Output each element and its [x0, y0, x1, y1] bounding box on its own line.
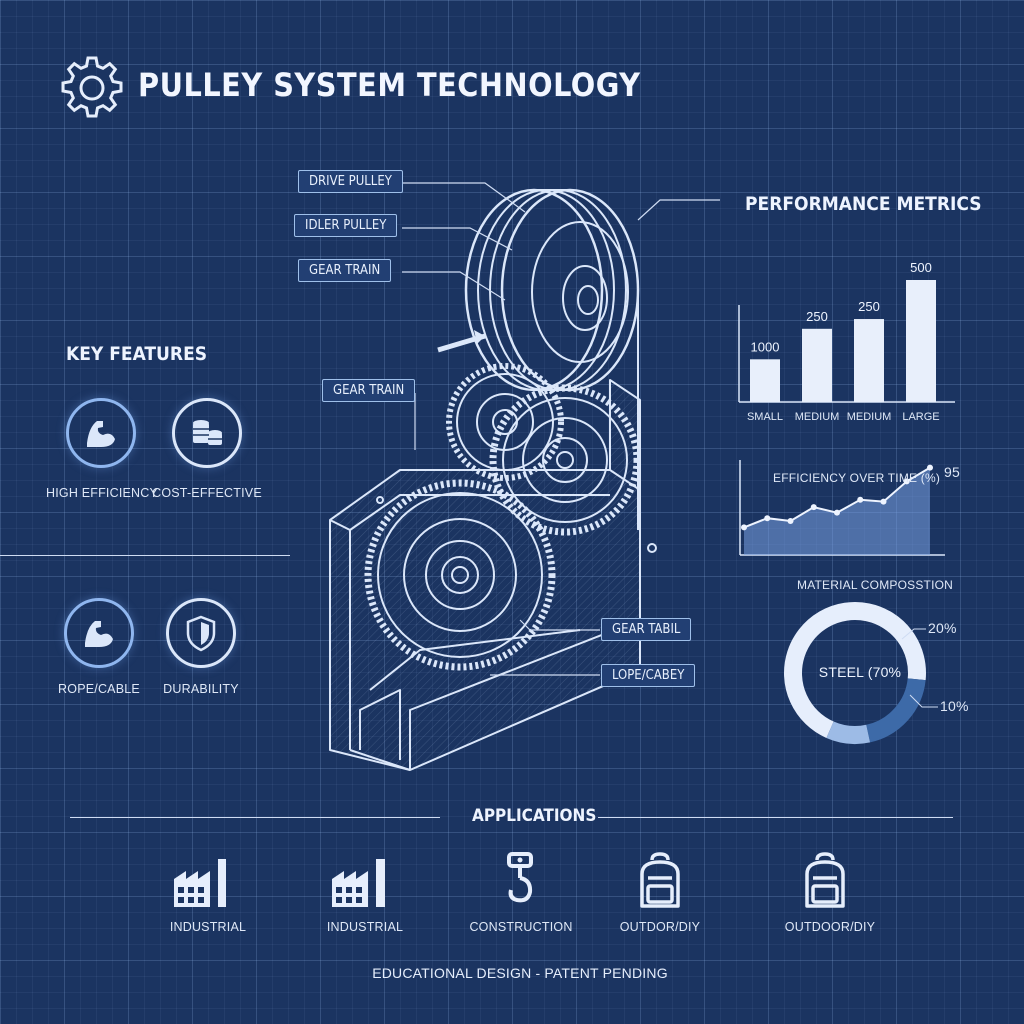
bar-category-label-0: SMALL — [747, 411, 783, 423]
application-label-outdor-diy: OUTDOR/DIY — [619, 920, 701, 934]
bar-2 — [854, 319, 884, 402]
applications-heading: APPLICATIONS — [472, 806, 597, 826]
efficiency-point-0 — [741, 524, 747, 531]
feature-icon-rope-cable — [64, 598, 134, 668]
efficiency-point-6 — [880, 498, 887, 505]
bar-category-label-2: MEDIUM — [847, 411, 892, 423]
bar-1 — [802, 328, 832, 402]
efficiency-point-7 — [903, 478, 910, 485]
efficiency-point-4 — [834, 509, 840, 516]
application-label-industrial-2: INDUSTRIAL — [326, 920, 404, 934]
callout-gear-train-mid: GEAR TRAIN — [322, 379, 416, 402]
bar-value-label-3: 500 — [910, 260, 932, 275]
feature-icon-high-efficiency — [66, 398, 136, 468]
application-label-construction: CONSTRUCTION — [469, 920, 573, 934]
efficiency-chart-title: EFFICIENCY OVER TIME (%) — [773, 471, 941, 485]
divider-left — [0, 555, 290, 556]
callout-idler-pulley: IDLER PULLEY — [294, 214, 398, 237]
bar-value-label-0: 1000 — [751, 339, 780, 354]
crane-hook-icon — [507, 852, 533, 903]
donut-slice-label-10: 10% — [940, 698, 969, 714]
callout-gear-train-top: GEAR TRAIN — [298, 259, 392, 282]
bar-category-label-1: MEDIUM — [795, 411, 840, 423]
footer-text: EDUCATIONAL DESIGN - PATENT PENDING — [372, 965, 668, 981]
shield-icon — [186, 615, 216, 652]
gear-icon — [61, 56, 123, 118]
material-chart-title: MATERIAL COMPOSSTION — [797, 578, 954, 592]
donut-slice-0 — [784, 602, 926, 738]
backpack-icon — [640, 852, 680, 908]
application-item-construction — [495, 850, 551, 915]
application-item-industrial-2 — [330, 855, 394, 916]
performance-metrics-heading: PERFORMANCE METRICS — [745, 193, 982, 215]
efficiency-point-5 — [857, 496, 864, 503]
application-label-outdoor-diy: OUTDOOR/DIY — [784, 920, 876, 934]
application-item-outdoor-diy — [797, 850, 853, 919]
efficiency-point-8 — [927, 464, 933, 471]
donut-center-label: STEEL (70% — [818, 664, 902, 680]
muscle-arm-icon — [87, 421, 115, 447]
donut-slice-1 — [865, 677, 926, 743]
bar-value-label-1: 250 — [806, 309, 828, 324]
application-label-industrial-1: INDUSTRIAL — [169, 920, 247, 934]
key-features-heading: KEY FEATURES — [66, 343, 208, 365]
efficiency-point-1 — [764, 515, 771, 522]
bar-3 — [906, 280, 936, 402]
efficiency-end-label: 95 — [944, 464, 960, 480]
donut-leader-lines — [901, 628, 938, 708]
efficiency-area-chart — [739, 460, 945, 556]
application-item-outdor-diy — [632, 850, 688, 919]
efficiency-area — [744, 467, 930, 555]
application-item-industrial-1 — [170, 855, 234, 916]
callout-gear-tabil: GEAR TABIL — [601, 618, 692, 641]
coin-stack-icon — [193, 420, 222, 445]
donut-slice-2 — [826, 721, 871, 744]
feature-label-rope-cable: ROPE/CABLE — [58, 682, 140, 696]
feature-icon-cost-effective — [172, 398, 242, 468]
efficiency-point-3 — [810, 504, 817, 511]
material-donut-chart — [784, 602, 926, 744]
factory-icon — [332, 859, 385, 907]
bar-value-label-2: 250 — [858, 299, 880, 314]
feature-label-durability: DURABILITY — [163, 682, 239, 696]
feature-label-high-efficiency: HIGH EFFICIENCY — [46, 486, 159, 500]
feature-icon-durability — [166, 598, 236, 668]
callout-drive-pulley: DRIVE PULLEY — [298, 170, 403, 193]
muscle-arm-icon — [85, 621, 113, 647]
applications-divider-left — [70, 817, 440, 818]
bar-category-label-3: LARGE — [902, 411, 939, 423]
applications-divider-right — [598, 817, 953, 818]
page-title: PULLEY SYSTEM TECHNOLOGY — [138, 66, 641, 104]
bar-0 — [750, 359, 780, 402]
donut-slice-label-20: 20% — [928, 620, 957, 636]
efficiency-point-2 — [787, 517, 794, 524]
pulley-gear-mechanism-drawing — [329, 182, 720, 771]
backpack-icon — [805, 852, 845, 908]
factory-icon — [174, 859, 226, 907]
callout-lope-cabey: LOPE/CABEY — [601, 664, 696, 687]
feature-label-cost-effective: COST-EFFECTIVE — [152, 486, 262, 500]
